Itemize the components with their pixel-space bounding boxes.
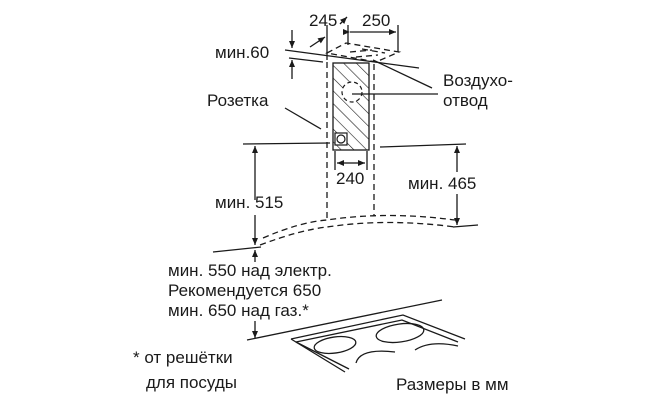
dimension-250	[339, 16, 399, 52]
vent-grille	[349, 48, 386, 58]
cooktop-icon	[290, 314, 466, 373]
air-outlet-label-1: Воздухо-	[443, 71, 513, 90]
clearance-line-2: Рекомендуется 650	[168, 281, 321, 300]
ceiling-line	[284, 49, 420, 69]
dimension-245-label: 245	[309, 11, 337, 30]
vent-outline	[325, 42, 402, 63]
hood-outline-lower	[259, 221, 456, 246]
ceiling-line-lower	[288, 57, 324, 63]
reference-line-left	[242, 142, 331, 145]
hood-bottom-line-left	[212, 246, 262, 253]
socket-label: Розетка	[207, 91, 269, 110]
min-60-label: мин.60	[215, 43, 269, 62]
footnote-line-1: * от решётки	[133, 348, 233, 367]
reference-line-right	[379, 143, 467, 148]
socket-leader	[284, 107, 322, 130]
clearance-line-3: мин. 650 над газ.*	[168, 301, 309, 320]
dimension-240-label: 240	[336, 169, 364, 188]
units-note: Размеры в мм	[396, 375, 509, 394]
footnote-line-2: для посуды	[146, 373, 237, 392]
clearance-line-1: мин. 550 над электр.	[168, 261, 332, 280]
dimension-245	[309, 25, 328, 60]
air-outlet-icon	[341, 81, 363, 103]
cooktop-surface-line	[246, 299, 443, 341]
air-outlet-label-2: отвод	[443, 91, 488, 110]
hood-bottom-line-right	[452, 224, 479, 228]
min-465-label: мин. 465	[408, 174, 476, 193]
dimension-250-label: 250	[362, 11, 390, 30]
min-515-label: мин. 515	[215, 193, 283, 212]
hood-outline-upper	[262, 214, 456, 239]
